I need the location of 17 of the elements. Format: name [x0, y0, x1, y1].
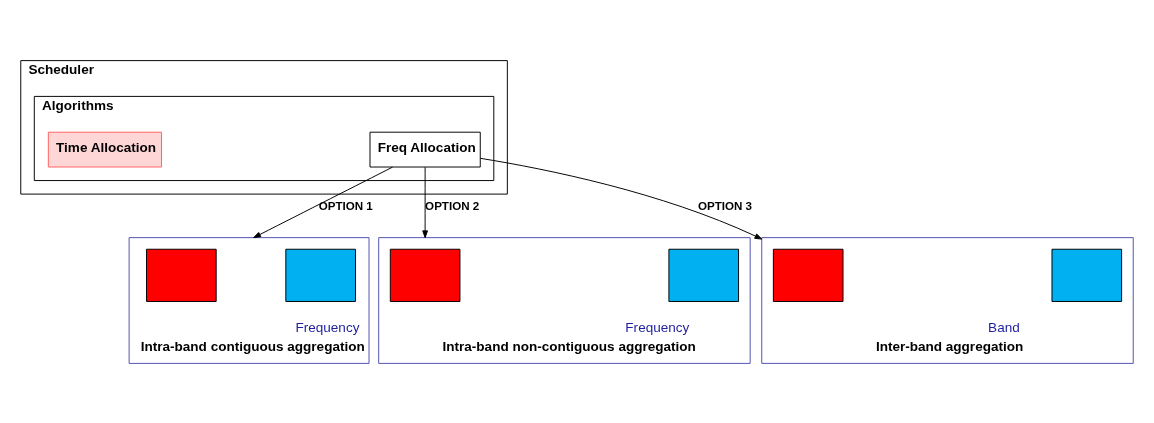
- node-box: Freq Allocation: [369, 131, 481, 167]
- node-label: Intra-band contiguous aggregation: [140, 338, 365, 354]
- node-bar: [146, 248, 217, 302]
- node-label: Intra-band non-contiguous aggregation: [442, 338, 696, 354]
- node-box: Time Allocation: [47, 131, 162, 167]
- arrow: [253, 166, 393, 238]
- node-bar: [668, 248, 740, 302]
- node-bar: [772, 248, 844, 302]
- node-bar: [1051, 248, 1123, 302]
- edge-label: OPTION 3: [697, 198, 753, 212]
- arrow: [422, 166, 428, 238]
- node-label: Inter-band aggregation: [875, 338, 1024, 354]
- edge-label: OPTION 1: [318, 198, 373, 212]
- node-bar: [389, 248, 461, 302]
- node-bar: [285, 248, 356, 302]
- arrow: [480, 157, 763, 240]
- edge-label: OPTION 2: [425, 198, 480, 212]
